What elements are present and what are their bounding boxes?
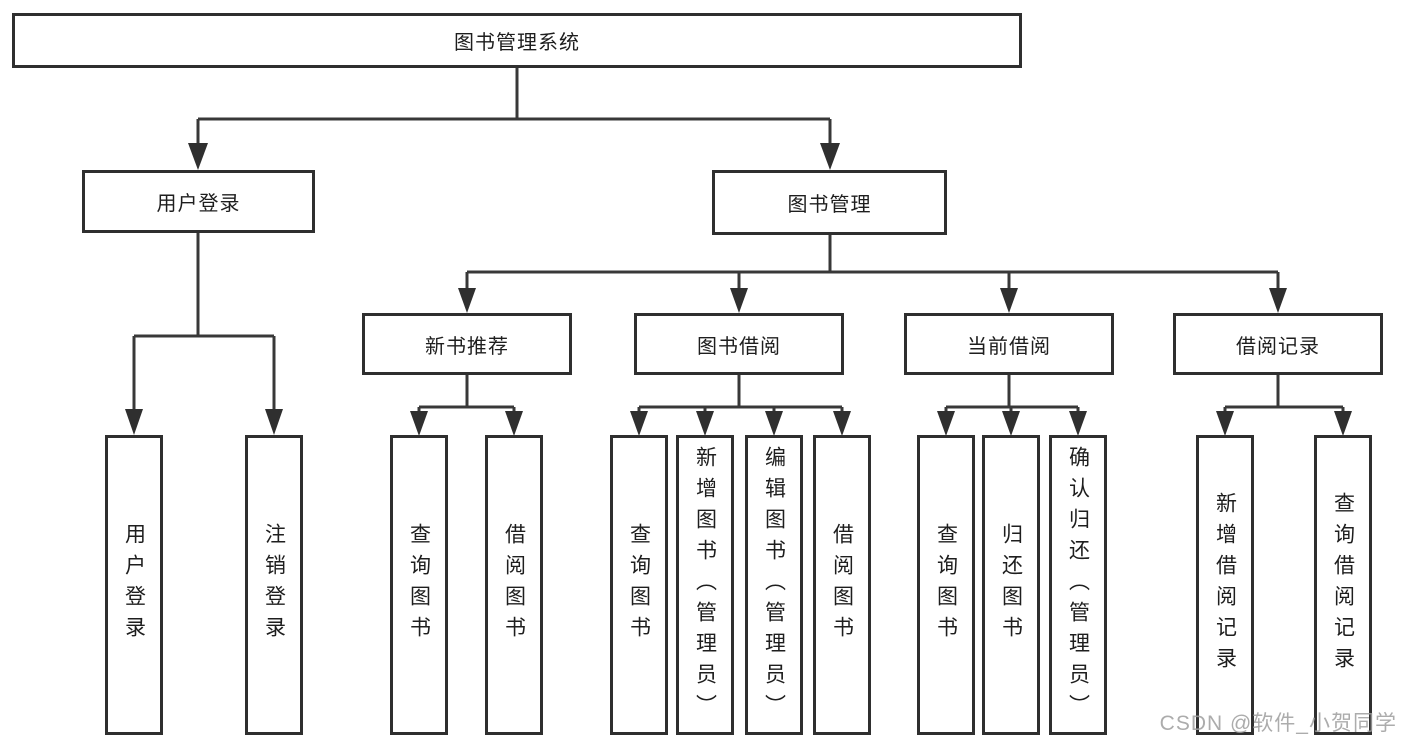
leaf-br-add-record: 新增借阅记录: [1196, 435, 1254, 735]
node-user-login-branch-label: 用户登录: [156, 193, 241, 215]
leaf-br-add-record-label: 新增借阅记录: [1213, 492, 1237, 678]
leaf-bb-query-book: 查询图书: [610, 435, 668, 735]
node-book-management-branch-label: 图书管理: [787, 194, 872, 216]
leaf-bb-edit-book-admin: 编辑图书（管理员）: [745, 435, 803, 735]
node-current-borrow-label: 当前借阅: [967, 335, 1051, 358]
node-new-book-recommend: 新书推荐: [362, 313, 572, 375]
leaf-cb-query-book-label: 查询图书: [934, 523, 958, 647]
node-root-library-system: 图书管理系统: [12, 13, 1022, 68]
node-book-borrow-label: 图书借阅: [697, 335, 781, 358]
leaf-bb-query-book-label: 查询图书: [627, 523, 651, 647]
leaf-cb-return-book-label: 归还图书: [999, 523, 1023, 647]
leaf-cb-confirm-return-admin: 确认归还（管理员）: [1049, 435, 1107, 735]
node-borrow-records-label: 借阅记录: [1236, 335, 1320, 358]
leaf-cb-confirm-return-admin-label: 确认归还（管理员）: [1066, 445, 1090, 725]
leaf-br-query-record: 查询借阅记录: [1314, 435, 1372, 735]
node-new-book-recommend-label: 新书推荐: [425, 335, 509, 358]
node-book-management-branch: 图书管理: [712, 170, 947, 235]
leaf-cb-query-book: 查询图书: [917, 435, 975, 735]
leaf-bb-borrow-book: 借阅图书: [813, 435, 871, 735]
leaf-bb-borrow-book-label: 借阅图书: [830, 523, 854, 647]
node-current-borrow: 当前借阅: [904, 313, 1114, 375]
leaf-logout-label: 注销登录: [262, 523, 286, 647]
node-user-login-branch: 用户登录: [82, 170, 315, 233]
leaf-nb-query-book-label: 查询图书: [407, 523, 431, 647]
leaf-bb-add-book-admin-label: 新增图书（管理员）: [693, 445, 717, 725]
leaf-bb-add-book-admin: 新增图书（管理员）: [676, 435, 734, 735]
node-root-label: 图书管理系统: [454, 32, 580, 54]
node-borrow-records: 借阅记录: [1173, 313, 1383, 375]
leaf-br-query-record-label: 查询借阅记录: [1331, 492, 1355, 678]
leaf-nb-borrow-book-label: 借阅图书: [502, 523, 526, 647]
leaf-logout: 注销登录: [245, 435, 303, 735]
csdn-watermark: CSDN @软件_小贺同学: [1159, 712, 1397, 735]
leaf-user-login-label: 用户登录: [122, 523, 146, 647]
leaf-cb-return-book: 归还图书: [982, 435, 1040, 735]
leaf-user-login: 用户登录: [105, 435, 163, 735]
node-book-borrow: 图书借阅: [634, 313, 844, 375]
leaf-nb-query-book: 查询图书: [390, 435, 448, 735]
leaf-bb-edit-book-admin-label: 编辑图书（管理员）: [762, 445, 786, 725]
leaf-nb-borrow-book: 借阅图书: [485, 435, 543, 735]
